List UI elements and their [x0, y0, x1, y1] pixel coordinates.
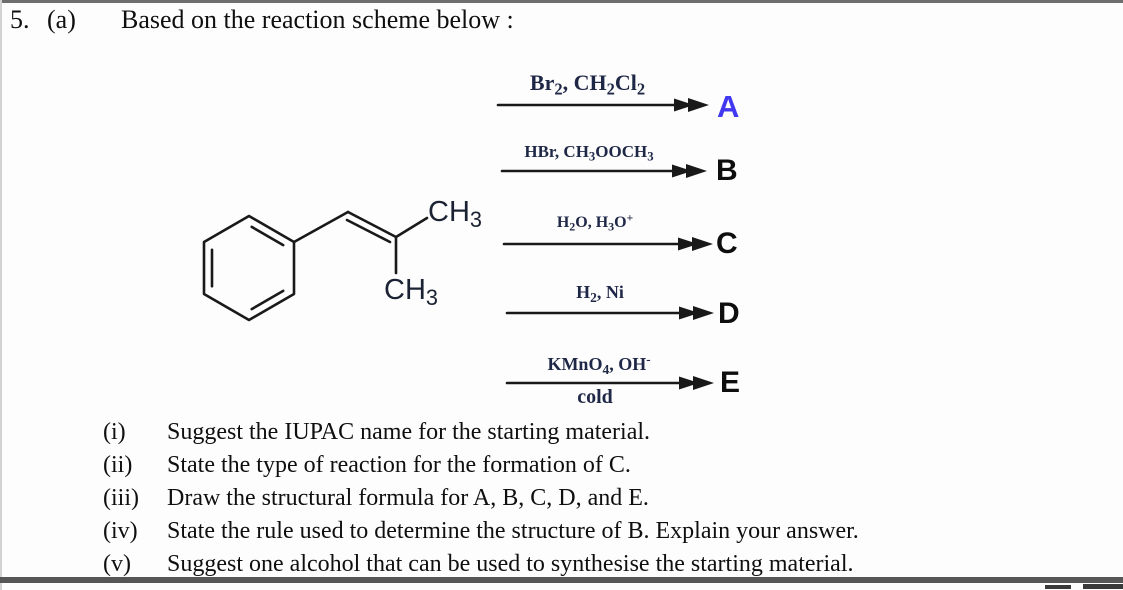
question-ii-text: State the type of reaction for the forma…	[167, 452, 631, 478]
question-iii-numeral: (iii)	[103, 485, 139, 511]
bond-ring-to-vinyl	[292, 210, 350, 244]
question-v-text: Suggest one alcohol that can be used to …	[167, 551, 854, 577]
reaction-3-reagents: H2O, H3O+	[556, 212, 634, 234]
top-rule	[0, 0, 1123, 3]
benzene-double-bond-bottomright	[250, 289, 285, 311]
benzene-double-bond-topright	[250, 225, 285, 247]
reaction-4-reagents: H2, Ni	[576, 282, 624, 305]
reaction-4-arrow	[505, 306, 714, 320]
question-title: Based on the reaction scheme below :	[121, 5, 514, 34]
methyl-label-bottom: CH3	[384, 274, 438, 311]
reaction-3-arrow	[502, 237, 713, 251]
question-i-text: Suggest the IUPAC name for the starting …	[167, 419, 651, 445]
reaction-2-arrow	[500, 164, 707, 178]
left-rule	[0, 0, 2, 590]
reaction-2-reagents: HBr, CH3OOCH3	[524, 142, 654, 164]
starting-material-structure	[202, 210, 429, 322]
product-letter-e: E	[720, 366, 741, 399]
question-iv-numeral: (iv)	[103, 518, 138, 544]
product-letter-b: B	[716, 154, 738, 187]
question-i-numeral: (i)	[103, 419, 126, 445]
bond-to-methyl-top	[394, 216, 429, 239]
reaction-1-arrow	[496, 98, 709, 112]
cutoff-text-fragment	[1083, 584, 1123, 589]
product-letter-c: C	[716, 227, 738, 260]
methyl-label-top: CH3	[428, 196, 482, 233]
question-part-label: (a)	[47, 5, 76, 34]
cutoff-text-fragment	[1045, 585, 1071, 589]
alkene-double-bond-main	[346, 210, 398, 239]
product-letter-d: D	[718, 297, 740, 330]
question-iv-text: State the rule used to determine the str…	[167, 518, 859, 544]
question-iii-text: Draw the structural formula for A, B, C,…	[167, 485, 649, 511]
question-ii-numeral: (ii)	[103, 452, 133, 478]
product-letter-a: A	[717, 89, 740, 124]
bottom-rule	[0, 577, 1123, 583]
alkene-double-bond-inner	[345, 218, 392, 244]
reaction-5-conditions: cold	[577, 386, 613, 408]
reaction-5-arrow	[505, 376, 714, 390]
question-number: 5.	[10, 5, 30, 34]
reaction-1-reagents: Br2, CH2Cl2	[529, 70, 646, 99]
question-v-numeral: (v)	[103, 551, 131, 577]
benzene-ring	[202, 214, 296, 322]
reaction-5-reagents: KMnO4, OH-	[547, 351, 651, 377]
